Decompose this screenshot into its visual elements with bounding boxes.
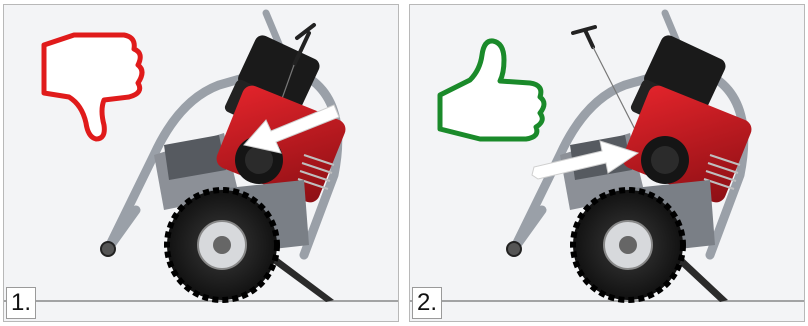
kickstand (269, 255, 334, 302)
machine-illustration (410, 5, 805, 322)
main-wheel (573, 190, 683, 300)
step-label: 2. (412, 287, 442, 319)
front-caster (101, 242, 115, 256)
panel-incorrect: 1. (3, 4, 399, 322)
kickstand (675, 255, 728, 302)
thumbs-down-icon (44, 35, 142, 139)
front-caster (507, 242, 521, 256)
panel-correct: 2. (409, 4, 805, 322)
pull-cord-handle (573, 27, 595, 47)
main-wheel (167, 190, 277, 300)
machine-illustration (4, 5, 399, 322)
thumbs-up-icon (440, 41, 544, 139)
step-label: 1. (6, 287, 36, 319)
